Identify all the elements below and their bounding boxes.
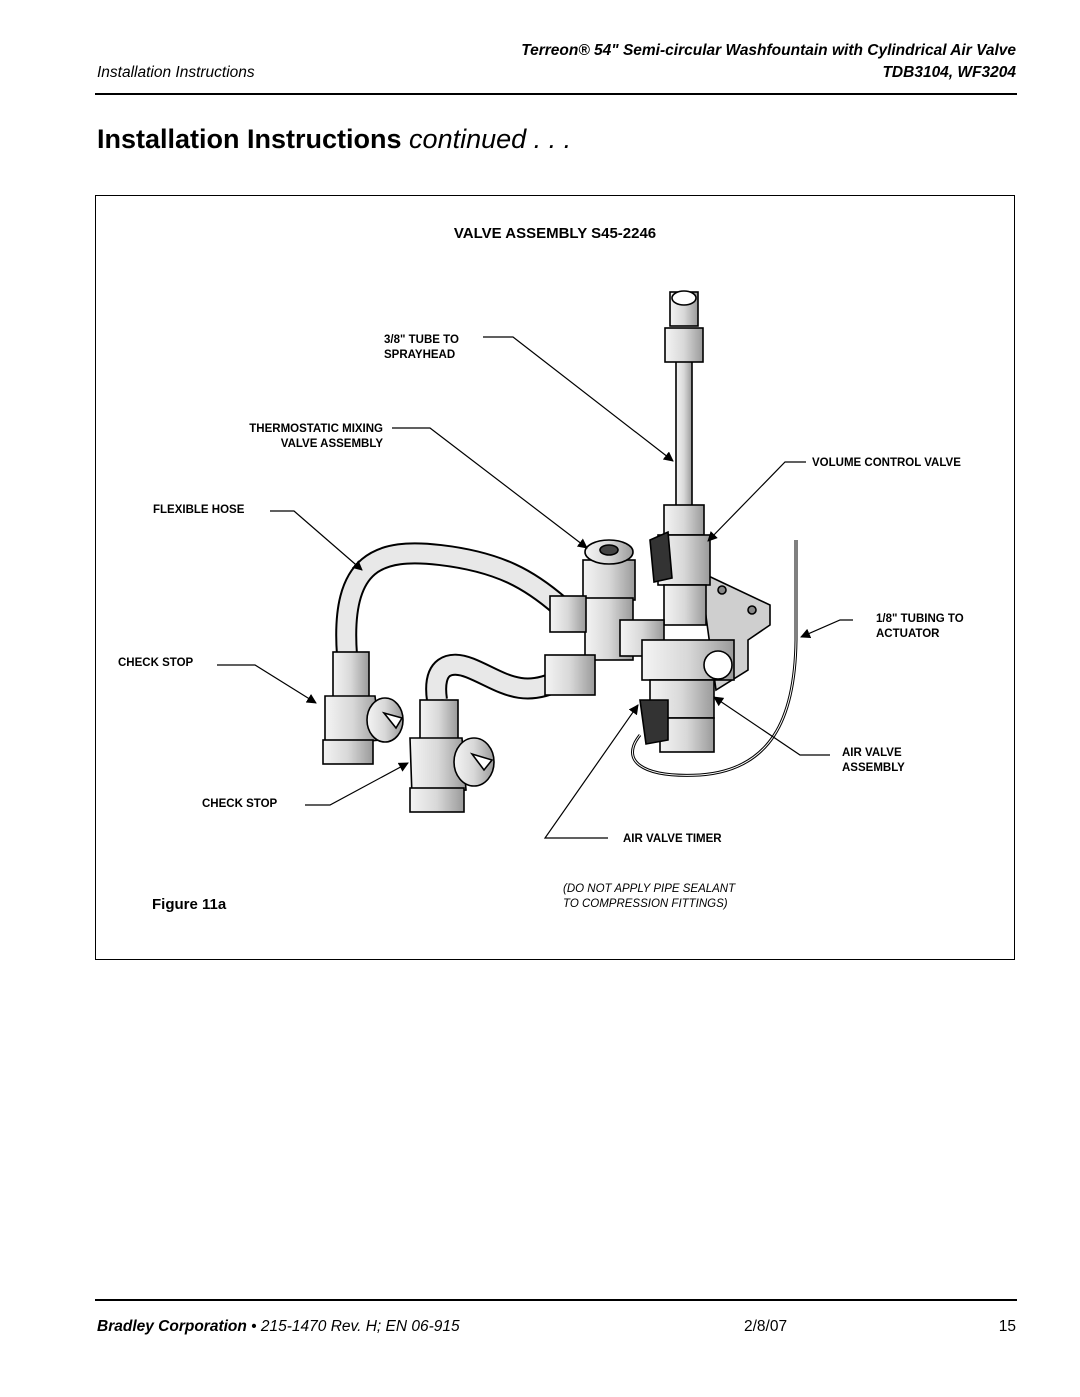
figure-number: Figure 11a (152, 896, 227, 913)
sealant-note: (DO NOT APPLY PIPE SEALANT TO COMPRESSIO… (563, 883, 736, 910)
document-title: Terreon® 54" Semi-circular Washfountain … (521, 42, 1016, 59)
footer-rule (95, 1299, 1017, 1301)
footer-date: 2/8/07 (744, 1318, 788, 1335)
section-name: Installation Instructions (97, 64, 255, 81)
label-thermostatic-mixing-valve: THERMOSTATIC MIXING VALVE ASSEMBLY (249, 423, 383, 450)
heading-italic: continued . . . (409, 124, 572, 154)
label-air-valve-assembly: AIR VALVE ASSEMBLY (842, 747, 905, 774)
label-check-stop-upper: CHECK STOP (118, 657, 194, 669)
header-rule (95, 93, 1017, 95)
label-tubing-to-actuator: 1/8" TUBING TO ACTUATOR (876, 613, 964, 640)
label-air-valve-timer: AIR VALVE TIMER (623, 833, 722, 845)
figure-title: VALVE ASSEMBLY S45-2246 (453, 225, 657, 242)
figure-box: VALVE ASSEMBLY S45-2246 (95, 195, 1015, 960)
footer-doc-info: Bradley Corporation • 215-1470 Rev. H; E… (97, 1318, 460, 1335)
label-check-stop-lower: CHECK STOP (202, 798, 278, 810)
heading-bold: Installation Instructions (97, 124, 402, 154)
label-flexible-hose: FLEXIBLE HOSE (153, 504, 245, 516)
label-tube-to-sprayhead: 3/8" TUBE TO SPRAYHEAD (384, 334, 459, 361)
label-volume-control-valve: VOLUME CONTROL VALVE (812, 457, 961, 469)
page-number: 15 (998, 1318, 1016, 1335)
page-heading: Installation Instructions continued . . … (97, 124, 571, 155)
model-numbers: TDB3104, WF3204 (882, 64, 1016, 81)
